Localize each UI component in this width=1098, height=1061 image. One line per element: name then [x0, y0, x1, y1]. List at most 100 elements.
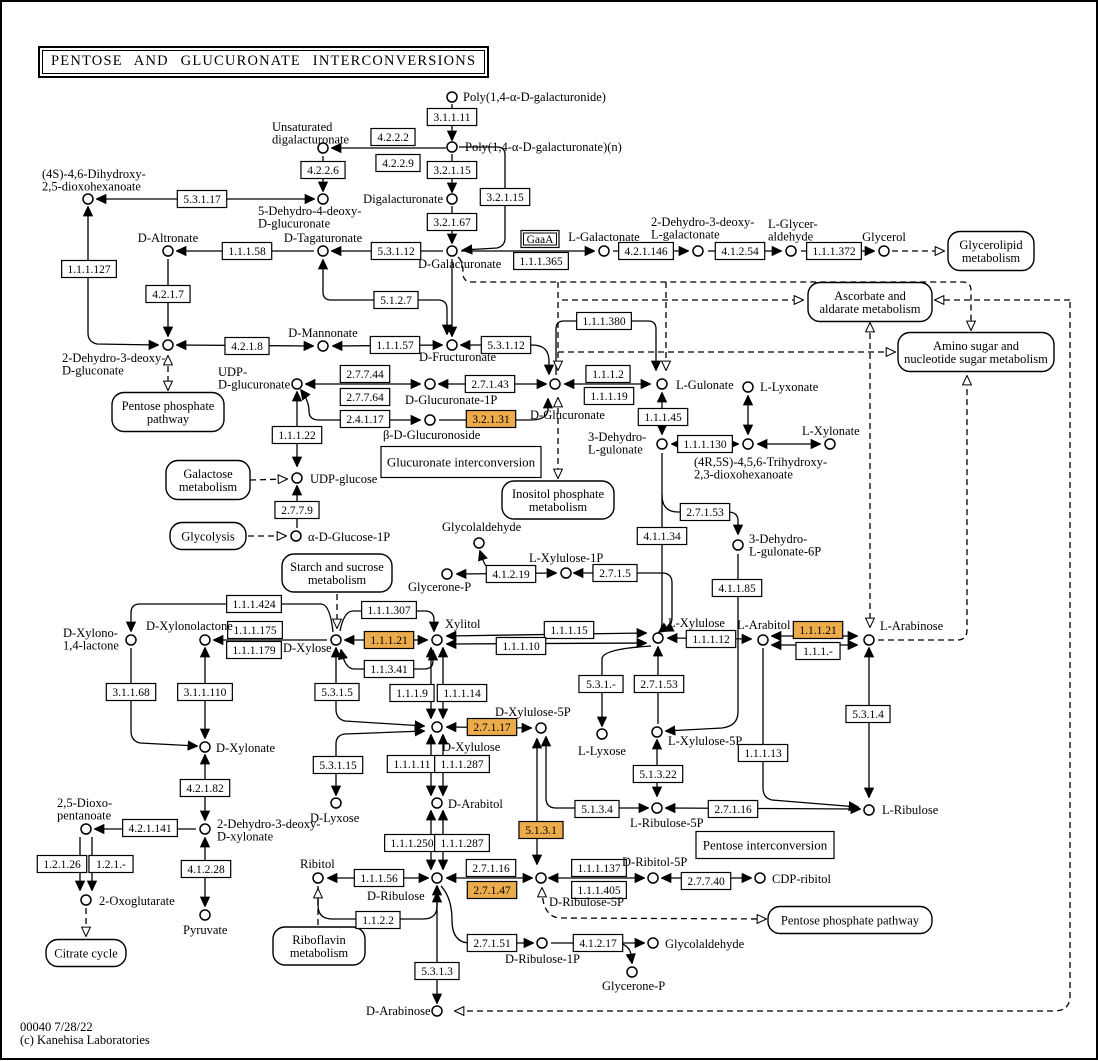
enzyme-box-3-2-1-15[interactable]: 3.2.1.15 [426, 160, 478, 180]
compound-2-dehydro-3-deoxy-d-xylonate[interactable] [199, 823, 211, 835]
enzyme-box-1-1-1-250[interactable]: 1.1.1.250 [384, 833, 440, 853]
compound-d-galacturonate[interactable] [446, 245, 458, 257]
enzyme-box-1-1-1[interactable]: 1.1.1.- [795, 641, 841, 661]
enzyme-box-4-2-1-146[interactable]: 4.2.1.146 [618, 241, 674, 261]
enzyme-box-2-7-1-16[interactable]: 2.7.1.16 [707, 799, 759, 819]
enzyme-box-1-1-1-14[interactable]: 1.1.1.14 [436, 683, 488, 703]
compound-l-xylonate[interactable] [824, 438, 836, 450]
enzyme-box-4-1-2-19[interactable]: 4.1.2.19 [485, 564, 537, 584]
enzyme-box-5-3-1[interactable]: 5.3.1.- [578, 674, 624, 694]
enzyme-box-1-1-1-405[interactable]: 1.1.1.405 [571, 880, 627, 900]
compound-d-xylulose[interactable] [431, 721, 443, 733]
compound-d-glucose-1p[interactable] [290, 530, 302, 542]
compound-l-arabitol[interactable] [757, 634, 769, 646]
enzyme-box-5-3-1-5[interactable]: 5.3.1.5 [314, 682, 360, 702]
enzyme-box-2-4-1-17[interactable]: 2.4.1.17 [339, 409, 391, 429]
enzyme-box-3-2-1-67[interactable]: 3.2.1.67 [426, 212, 478, 232]
compound-udp-d-glucuronate[interactable] [291, 378, 303, 390]
compound-2-oxoglutarate[interactable] [80, 894, 92, 906]
enzyme-box-4-2-2-9[interactable]: 4.2.2.9 [375, 153, 421, 173]
enzyme-box-1-1-1-372[interactable]: 1.1.1.372 [806, 241, 862, 261]
enzyme-box-4-2-2-2[interactable]: 4.2.2.2 [370, 127, 416, 147]
compound-l-arabinose[interactable] [863, 634, 875, 646]
enzyme-box-1-1-1-365[interactable]: 1.1.1.365 [513, 251, 569, 271]
enzyme-box-1-1-1-57[interactable]: 1.1.1.57 [369, 335, 421, 355]
compound-d-glucuronate[interactable] [549, 378, 561, 390]
enzyme-box-3-2-1-31[interactable]: 3.2.1.31 [465, 409, 517, 429]
compound-d-tagaturonate[interactable] [317, 245, 329, 257]
compound-glycerone-p[interactable] [626, 966, 638, 978]
enzyme-box-1-1-1-15[interactable]: 1.1.1.15 [543, 620, 595, 640]
enzyme-box-1-1-1-19[interactable]: 1.1.1.19 [583, 386, 635, 406]
enzyme-box-1-1-2-2[interactable]: 1.1.2.2 [355, 910, 401, 930]
compound-d-ribulose-1p[interactable] [536, 937, 548, 949]
compound-glycerol[interactable] [878, 245, 890, 257]
enzyme-box-1-1-1-287[interactable]: 1.1.1.287 [434, 833, 490, 853]
enzyme-box-1-1-1-11[interactable]: 1.1.1.11 [386, 754, 438, 774]
enzyme-box-1-1-1-12[interactable]: 1.1.1.12 [685, 629, 737, 649]
compound-d-xylose[interactable] [330, 634, 342, 646]
compound-pyruvate[interactable] [199, 909, 211, 921]
compound-3-dehydro-l-gulonate-6p[interactable] [732, 539, 744, 551]
enzyme-box-3-1-1-110[interactable]: 3.1.1.110 [177, 682, 233, 702]
compound-d-fructuronate[interactable] [446, 339, 458, 351]
enzyme-box-1-1-1-58[interactable]: 1.1.1.58 [221, 241, 273, 261]
enzyme-box-5-3-1-12[interactable]: 5.3.1.12 [480, 335, 532, 355]
enzyme-box-4-1-1-85[interactable]: 4.1.1.85 [711, 578, 763, 598]
enzyme-box-2-7-7-40[interactable]: 2.7.7.40 [680, 871, 732, 891]
enzyme-box-1-1-1-175[interactable]: 1.1.1.175 [227, 620, 283, 640]
compound-l-gulonate[interactable] [656, 378, 668, 390]
compound-d-arabinose[interactable] [431, 1005, 443, 1017]
enzyme-box-5-3-1-17[interactable]: 5.3.1.17 [176, 189, 228, 209]
enzyme-box-4-2-1-141[interactable]: 4.2.1.141 [122, 818, 178, 838]
enzyme-box-2-7-7-44[interactable]: 2.7.7.44 [339, 364, 391, 384]
compound-l-ribulose[interactable] [863, 804, 875, 816]
enzyme-box-1-1-1-9[interactable]: 1.1.1.9 [389, 683, 435, 703]
enzyme-box-1-1-1-380[interactable]: 1.1.1.380 [576, 311, 632, 331]
enzyme-box-4-2-1-8[interactable]: 4.2.1.8 [224, 336, 270, 356]
compound-2-dehydro-3-deoxy-l-galactonate[interactable] [692, 245, 704, 257]
compound-3-dehydro-l-gulonate[interactable] [656, 438, 668, 450]
compound-2-5-dioxo-pentanoate[interactable] [80, 823, 92, 835]
enzyme-box-2-7-1-53[interactable]: 2.7.1.53 [633, 674, 685, 694]
compound-glycerone-p[interactable] [441, 568, 453, 580]
enzyme-box-5-3-1-4[interactable]: 5.3.1.4 [845, 704, 891, 724]
enzyme-box-1-1-1-21[interactable]: 1.1.1.21 [792, 620, 844, 640]
enzyme-box-1-1-1-424[interactable]: 1.1.1.424 [226, 594, 282, 614]
compound-5-dehydro-4-deoxy-d-glucuronate[interactable] [317, 193, 329, 205]
enzyme-box-5-3-1-12[interactable]: 5.3.1.12 [370, 241, 422, 261]
compound-glycolaldehyde[interactable] [647, 937, 659, 949]
enzyme-box-4-1-2-54[interactable]: 4.1.2.54 [714, 241, 766, 261]
compound-4s-4-6-dihydroxy-2-5-dioxohexanoate[interactable] [82, 193, 94, 205]
compound-d-ribulose-5p[interactable] [535, 872, 547, 884]
enzyme-box-1-1-1-130[interactable]: 1.1.1.130 [677, 434, 733, 454]
enzyme-box-2-7-1-5[interactable]: 2.7.1.5 [592, 563, 638, 583]
compound-d-xylonolactone[interactable] [199, 634, 211, 646]
compound-l-xylulose-5p[interactable] [651, 726, 663, 738]
compound-cdp-ribitol[interactable] [754, 872, 766, 884]
enzyme-box-2-7-7-64[interactable]: 2.7.7.64 [339, 387, 391, 407]
compound-l-lyxose[interactable] [596, 728, 608, 740]
compound-d-ribitol-5p[interactable] [647, 872, 659, 884]
enzyme-box-3-2-1-15[interactable]: 3.2.1.15 [479, 187, 531, 207]
enzyme-box-1-2-1-26[interactable]: 1.2.1.26 [36, 854, 88, 874]
enzyme-box-1-1-1-2[interactable]: 1.1.1.2 [585, 364, 631, 384]
enzyme-box-2-7-1-43[interactable]: 2.7.1.43 [464, 374, 516, 394]
enzyme-box-gaaa[interactable]: GaaA [520, 229, 560, 249]
compound-glycolaldehyde[interactable] [473, 537, 485, 549]
enzyme-box-1-1-1-56[interactable]: 1.1.1.56 [353, 868, 405, 888]
enzyme-box-2-7-1-47[interactable]: 2.7.1.47 [466, 880, 518, 900]
enzyme-box-5-3-1-3[interactable]: 5.3.1.3 [414, 961, 460, 981]
compound-d-xylono-1-4-lactone[interactable] [125, 634, 137, 646]
enzyme-box-1-1-1-127[interactable]: 1.1.1.127 [61, 259, 117, 279]
enzyme-box-2-7-1-53[interactable]: 2.7.1.53 [679, 502, 731, 522]
compound-d-arabitol[interactable] [431, 797, 443, 809]
compound-d-ribulose[interactable] [431, 872, 443, 884]
compound-d-mannonate[interactable] [317, 340, 329, 352]
compound-poly-1-4-d-galacturonate-n[interactable] [446, 141, 458, 153]
compound-d-glucuronate-1p[interactable] [424, 378, 436, 390]
